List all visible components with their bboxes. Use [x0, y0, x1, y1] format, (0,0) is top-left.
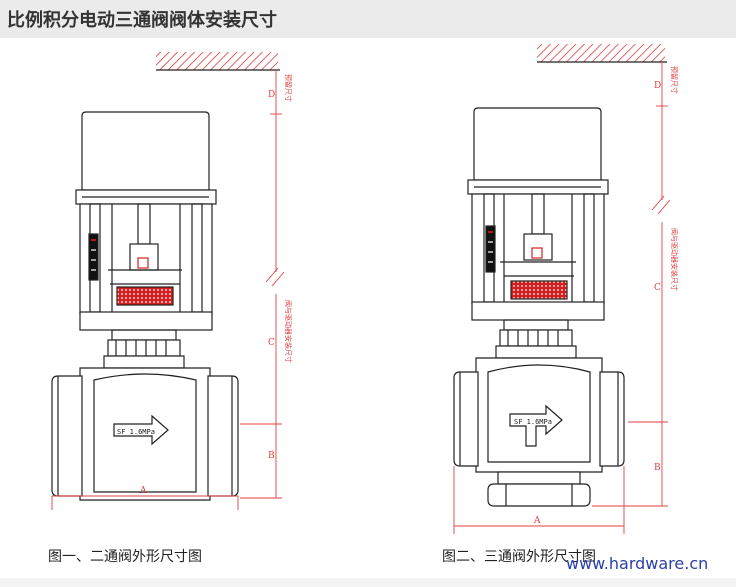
two-way-valve-drawing: [51, 52, 280, 501]
flow-arrow: [509, 404, 563, 447]
flow-label: SF 1.6MPa: [117, 428, 155, 436]
ceiling-hatch: [156, 52, 278, 70]
position-indicator: [485, 225, 496, 273]
dim-b-label: B: [654, 463, 661, 473]
dim-d-note: 预留尺寸: [670, 66, 679, 94]
header-bar: 比例积分电动三通阀阀体安装尺寸: [0, 0, 736, 38]
bottom-strip: [0, 578, 736, 587]
position-indicator: [88, 233, 99, 281]
actuator-cover: [81, 111, 210, 191]
page-title: 比例积分电动三通阀阀体安装尺寸: [7, 10, 277, 31]
figure2-caption: 图二、三通阀外形尺寸图: [442, 549, 596, 565]
dim-c-label: C: [268, 338, 275, 348]
bottom-port: [487, 483, 591, 507]
dimension-lines-fig1: [51, 70, 285, 510]
adjust-nut: [116, 286, 174, 306]
dimension-lines-fig2: [453, 62, 671, 534]
dim-a-label: A: [533, 516, 541, 526]
adjust-nut: [510, 280, 568, 300]
dim-c-note: 阀与驱动器安装尺寸: [284, 300, 293, 363]
dim-c-label: C: [654, 283, 661, 293]
actuator-cover: [473, 107, 602, 181]
three-way-valve-drawing: [453, 44, 667, 507]
watermark: www.hardware.cn: [566, 554, 709, 573]
inlet-port: [453, 371, 479, 467]
outlet-port: [599, 371, 625, 467]
stem-coupling: [523, 233, 553, 261]
installation-diagram: SF 1.6MPa D C B A 预留尺寸 阀与驱动器安装尺寸: [51, 44, 679, 534]
dim-d-note: 预留尺寸: [284, 74, 293, 102]
ceiling-hatch: [537, 44, 665, 62]
outlet-port: [207, 375, 239, 497]
dim-d-label: D: [268, 90, 275, 100]
inlet-port: [51, 375, 83, 497]
dim-d-label: D: [654, 81, 661, 91]
dim-c-note: 阀与驱动器安装尺寸: [670, 228, 679, 291]
dim-a-label: A: [139, 486, 147, 496]
dim-b-label: B: [268, 451, 275, 461]
flow-arrow: [113, 414, 169, 446]
stem-coupling: [129, 243, 159, 271]
figure1-caption: 图一、二通阀外形尺寸图: [48, 549, 202, 565]
flow-label: SF 1.6MPa: [514, 418, 552, 426]
